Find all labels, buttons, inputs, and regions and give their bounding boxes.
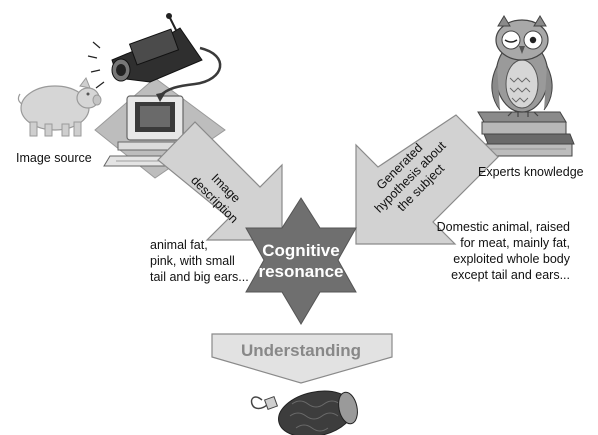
cognitive-resonance-star [245, 197, 357, 325]
understanding-arrow [211, 333, 393, 384]
right-description-line-2: for meat, mainly fat, [460, 236, 570, 250]
center-label-1: Cognitive [262, 241, 339, 260]
center-label-2: resonance [258, 262, 343, 281]
computer-illustration [94, 77, 226, 179]
left-description-line-2: pink, with small [150, 254, 235, 268]
ham-illustration [250, 390, 358, 435]
right-description-line-4: except tail and ears... [451, 268, 570, 282]
image-description-arrow [157, 121, 283, 241]
left-description-line-1: animal fat, [150, 238, 208, 252]
right-description-line-3: exploited whole body [453, 252, 570, 266]
left-description: animal fat, pink, with small tail and bi… [150, 237, 270, 285]
camcorder-illustration [87, 13, 222, 102]
hypothesis-arrow [355, 114, 499, 245]
understanding-label: Understanding [241, 341, 361, 360]
right-description-line-1: Domestic animal, raised [436, 220, 570, 234]
image-source-label: Image source [16, 151, 92, 165]
owl-illustration [477, 15, 575, 157]
experts-knowledge-label: Experts knowledge [478, 165, 584, 179]
right-description: Domestic animal, raised for meat, mainly… [410, 219, 570, 283]
left-description-line-3: tail and big ears... [150, 270, 249, 284]
pig-illustration [17, 76, 102, 137]
